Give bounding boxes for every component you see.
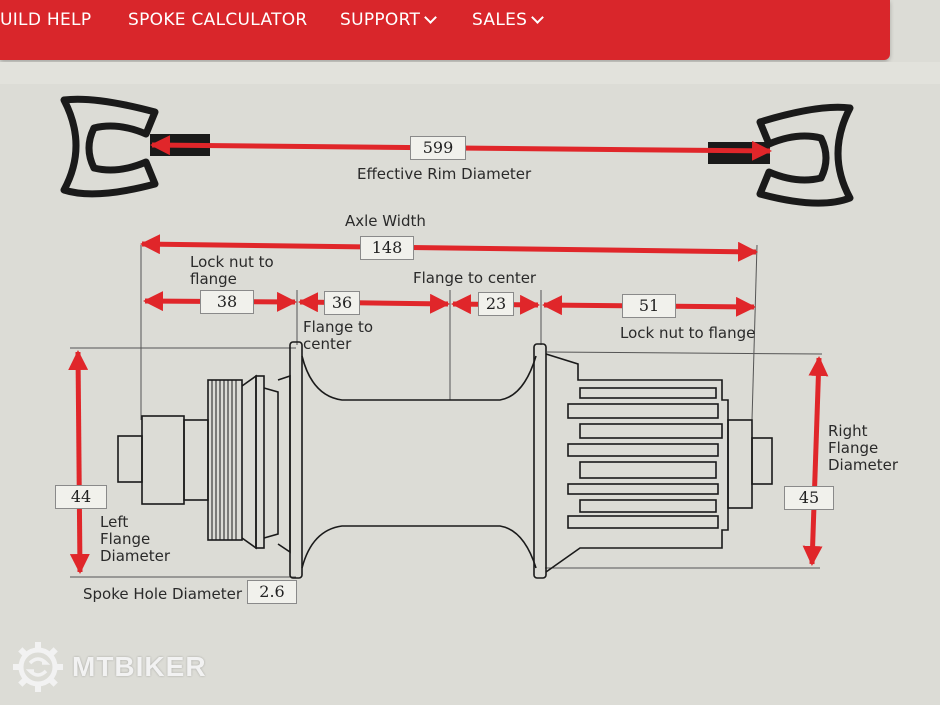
nav-sales[interactable]: SALES — [472, 10, 545, 30]
right-locknut-label: Lock nut to flange — [620, 324, 756, 342]
rim-diameter-value[interactable]: 599 — [410, 136, 466, 160]
right-flange-center-value[interactable]: 23 — [478, 292, 514, 316]
right-flange-diameter-line2: Flange — [828, 439, 879, 457]
spoke-hole-label: Spoke Hole Diameter — [83, 585, 243, 603]
hub-drawing — [117, 341, 773, 579]
right-locknut-value[interactable]: 51 — [622, 294, 676, 318]
watermark-text: MTBIKER — [72, 651, 207, 682]
axle-width-arrow — [140, 234, 758, 262]
right-flange-diameter-arrow — [802, 356, 829, 566]
right-flange-diameter-line3: Diameter — [828, 456, 899, 474]
left-locknut-label-line2: flange — [190, 270, 237, 288]
right-flange-diameter-line1: Right — [828, 422, 868, 440]
left-rim-profile — [60, 95, 159, 198]
nav-spoke-calculator[interactable]: SPOKE CALCULATOR — [128, 10, 308, 30]
top-nav-bar: UILD HELP SPOKE CALCULATOR SUPPORT SALES — [0, 0, 890, 60]
left-flange-diameter-arrow — [68, 350, 90, 574]
left-flange-diameter-value[interactable]: 44 — [55, 485, 107, 509]
mtbiker-watermark: MTBIKER — [12, 641, 207, 693]
nav-support[interactable]: SUPPORT — [340, 10, 438, 30]
gear-logo-icon — [13, 642, 63, 692]
left-flange-center-line1: Flange to — [303, 318, 374, 336]
rim-diameter-label: Effective Rim Diameter — [357, 165, 532, 183]
dimension-arrows — [68, 234, 829, 574]
left-locknut-label-line1: Lock nut to — [190, 253, 274, 271]
spoke-hole-value[interactable]: 2.6 — [247, 580, 297, 604]
right-flange-diameter-value[interactable]: 45 — [784, 486, 834, 510]
left-flange-center-line2: center — [303, 335, 352, 353]
right-flange-center-label: Flange to center — [413, 269, 537, 287]
page-subheader-strip — [0, 62, 940, 84]
left-flange-diameter-line1: Left — [100, 513, 129, 531]
nav-build-help[interactable]: UILD HELP — [0, 10, 92, 30]
guide-lines — [70, 244, 823, 578]
left-flange-center-value[interactable]: 36 — [324, 291, 360, 315]
axle-width-label: Axle Width — [345, 212, 426, 230]
left-flange-diameter-line2: Flange — [100, 530, 151, 548]
axle-width-value[interactable]: 148 — [360, 236, 414, 260]
right-rim-profile — [756, 103, 854, 207]
left-flange-diameter-line3: Diameter — [100, 547, 171, 565]
left-locknut-value[interactable]: 38 — [200, 290, 254, 314]
left-flange-center-arrow — [298, 292, 450, 314]
